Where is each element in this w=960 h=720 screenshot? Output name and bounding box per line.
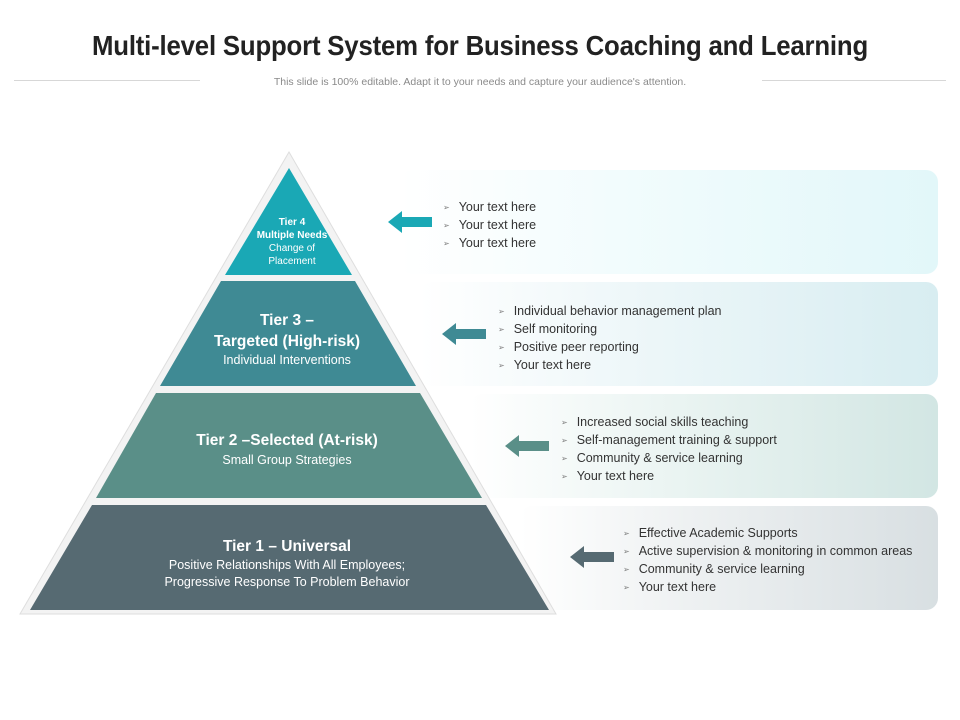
list-item: Self monitoring [498,321,721,339]
slide-subtitle: This slide is 100% editable. Adapt it to… [273,76,687,88]
tier3-name: Tier 3 – [259,312,314,329]
title-rule-left [14,80,200,81]
tier4-name: Tier 4 [278,217,306,228]
tier4-shape [225,168,352,275]
title-rule-right [762,80,946,81]
tier3-shape [160,281,416,386]
list-item: Your text here [443,217,536,235]
tier3-name-line2: Targeted (High-risk) [213,333,361,350]
tier1-bullet-list: Effective Academic Supports Active super… [623,525,913,597]
tier2-bullet-list: Increased social skills teaching Self-ma… [561,414,777,486]
tier3-label: Tier 3 – Targeted (High-risk) Individual… [180,310,394,369]
tier4-arrow-icon [388,211,432,233]
tier2-label: Tier 2 –Selected (At-risk) Small Group S… [120,430,454,470]
list-item: Positive peer reporting [498,339,721,357]
tier4-desc: Change of [268,243,316,254]
tier4-label: Tier 4 Multiple Needs Change of Placemen… [232,216,352,268]
tier1-shape [30,505,549,610]
list-item: Increased social skills teaching [561,414,777,432]
list-item: Community & service learning [561,450,777,468]
list-item: Your text here [443,235,536,253]
tier1-label: Tier 1 – Universal Positive Relationship… [60,536,514,591]
list-item: Your text here [443,199,536,217]
tier1-name: Tier 1 – Universal [222,538,352,555]
tier3-bullet-list: Individual behavior management plan Self… [498,303,722,375]
tier3-desc: Individual Interventions [223,353,351,367]
tier1-desc-line2: Progressive Response To Problem Behavior [164,575,410,589]
list-item: Self-management training & support [561,432,777,450]
tier2-arrow-icon [505,435,549,457]
tier4-name-line2: Multiple Needs [256,230,328,241]
list-item: Your text here [561,468,777,486]
tier2-shape [96,393,482,498]
tier2-desc: Small Group Strategies [222,453,352,467]
tier1-desc: Positive Relationships With All Employee… [168,558,406,572]
tier4-bullet-list: Your text here Your text here Your text … [443,199,536,253]
tier1-arrow-icon [570,546,614,568]
list-item: Community & service learning [623,561,912,579]
list-item: Effective Academic Supports [623,525,912,543]
list-item: Active supervision & monitoring in commo… [623,543,913,561]
list-item: Your text here [498,357,721,375]
slide-title: Multi-level Support System for Business … [91,30,868,61]
list-item: Your text here [623,579,912,597]
list-item: Individual behavior management plan [498,303,722,321]
tier2-name: Tier 2 –Selected (At-risk) [196,432,378,449]
tier4-desc-line2: Placement [268,256,316,267]
tier3-arrow-icon [442,323,486,345]
